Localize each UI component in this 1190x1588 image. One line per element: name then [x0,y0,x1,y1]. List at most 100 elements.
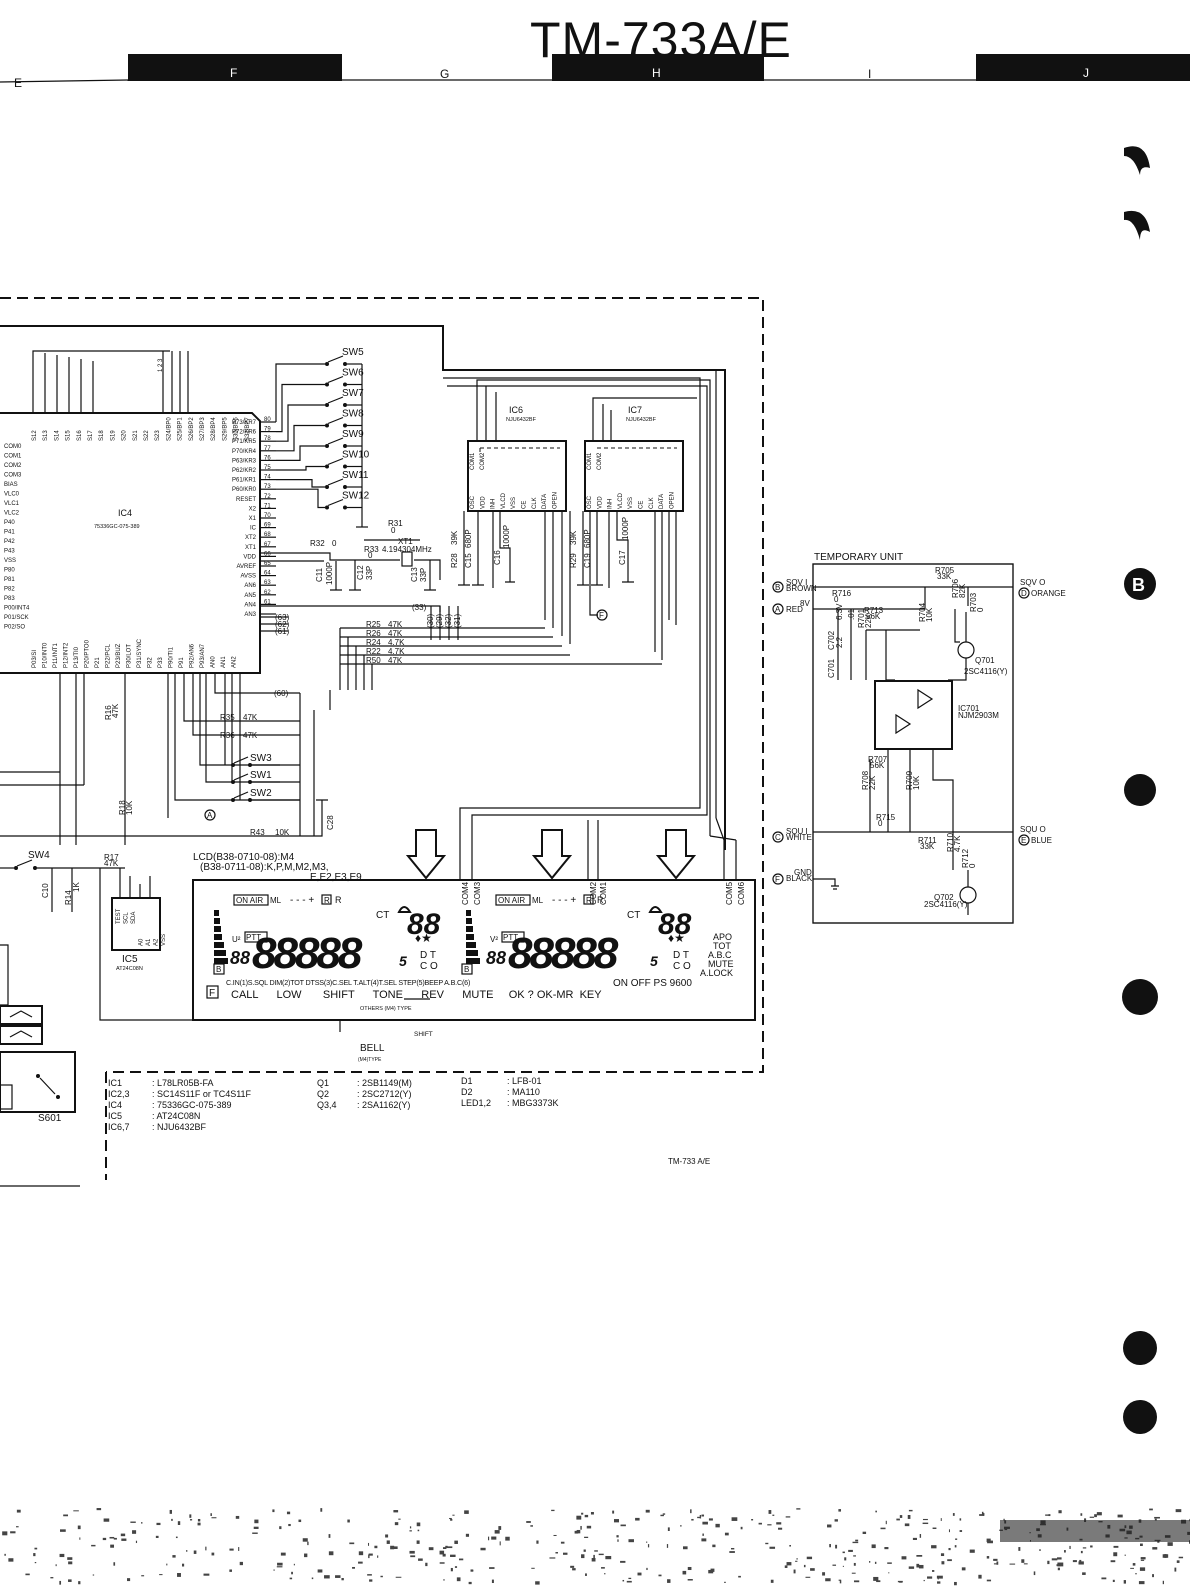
ic4-right-num: 63 [264,580,271,586]
ic4-right-pin: AN6 [244,583,256,589]
ic4-top-pin: S13 [43,430,49,441]
ic4-bottom-pin: P10/INT0 [43,642,49,668]
ic4-right-pin: AN4 [244,602,256,608]
ic6-pin: OSC [470,495,476,509]
margin-marks: B [1122,146,1158,1434]
ic4-right-pin: X2 [249,506,257,512]
ic4-top-pin: S25/BP1 [178,417,184,441]
tu-mk-f: F [775,875,780,884]
lcd-ml-left: ML [270,896,282,905]
ic4-right-pin: AVREF [236,564,256,570]
r50-val: 47K [388,656,403,665]
ic4-bottom-pin: AN1 [221,656,227,668]
tu-mk-b: B [775,583,780,592]
tu-res-ref: R708 [861,770,870,790]
tu-mk-c: C [775,833,781,842]
lcd-others: OTHERS (M4) TYPE [360,1006,412,1012]
tu-squ-in: SQU I [786,827,808,836]
ic4-top-pin: S28/BP4 [211,417,217,441]
ic4-bottom-pin: P13/TI0 [74,646,80,668]
parts-ref: Q2 [317,1089,329,1099]
grid-letter-i: I [868,67,871,81]
ic6-name: IC6 [509,405,523,415]
ic7-pin: DATA [659,494,665,509]
lcd-big-left: 88 [407,908,441,941]
ic4-top-pin: S20 [122,430,128,441]
parts-val: : MA110 [507,1087,540,1097]
svg-text:♦★: ♦★ [415,931,432,945]
grid-header: E F G H I J [0,54,1190,90]
c28: C28 [326,815,335,830]
bus-31: (31) [453,613,462,628]
tu-8v: 8V [800,599,810,608]
tu-brown: BROWN [786,584,817,593]
tu-q701: Q701 [975,656,995,665]
ic4-right-num: 64 [264,571,271,577]
ic4-right-num: 72 [264,494,271,500]
ic4-right-pin: P70/KR4 [232,449,257,455]
ic4-right-pin: XT1 [245,545,257,551]
parts-val: : AT24C08N [152,1111,200,1121]
ic4-bottom-pin: P92/AN6 [190,643,196,668]
ic4-left-pin: P40 [4,520,15,526]
parts-ref: IC5 [108,1111,122,1121]
ic4-left-pin: COM3 [4,473,22,479]
ic4-bottom-pin: P30/LOT [127,644,133,668]
svg-text:U²: U² [232,935,241,944]
r33-val: 0 [368,551,373,560]
ic4-left-pin: P41 [4,530,15,536]
ic4-right-pin: IC [250,526,257,532]
ic4-right-num: 73 [264,484,271,490]
ic6-top-pin: COM2 [480,452,486,470]
ic4-bottom-pin: P22/PCL [106,643,112,668]
ic4-bottom-pin: P03/SI [32,650,38,668]
lcd-label2: (B38-0711-08):K,P,M,M2,M3, [200,862,329,873]
com3-label: COM3 [473,881,482,905]
ic4-top-pin: S18 [99,430,105,441]
svg-text:88: 88 [230,948,250,968]
parts-ref: D1 [461,1076,473,1086]
ic4-left-pin: P83 [4,596,15,602]
svg-text:- - - +: - - - + [290,895,314,906]
ic4-left-pin: P01/SCK [4,615,29,621]
ic4-right-pin: XT2 [245,535,257,541]
tu-res-ref: R701 [857,608,866,628]
ic4-left-pin: VSS [4,558,16,564]
ic4-right-pin: P72/KR6 [232,430,257,436]
ic4-top-pin: S27/BP3 [200,417,206,441]
sw4-label: SW4 [28,850,50,861]
lcd-sub-left: 5 [399,953,407,969]
ic4-right-num: 76 [264,455,271,461]
ic4-left-pin: VLC0 [4,492,20,498]
bus-62: (62) [275,620,290,629]
bus-60: (60) [274,689,289,698]
ic7-pin: VLCD [618,492,624,509]
grid-letter-j: J [1083,66,1089,80]
tu-red: RED [786,605,803,614]
ic4-right-num: 77 [264,446,271,452]
ic4-left-pin: P81 [4,577,15,583]
tu-res-ref: R703 [969,592,978,612]
r36: R36 [220,731,235,740]
bus-mark: 1 2 3 [158,358,164,372]
tu-black: BLACK [786,874,813,883]
parts-val: : 75336GC-075-389 [152,1100,232,1110]
ic4-top-pin: S30/BP6 [234,417,240,441]
c10: C10 [41,883,50,898]
tu-res-val: 0 [878,819,883,828]
tu-res-val: 56K [870,761,885,770]
bus-33: (33) [412,603,427,612]
lcd-shift: SHIFT [414,1031,433,1038]
ic4-right-pin: RESET [236,497,256,503]
parts-ref: IC6,7 [108,1122,130,1132]
ic4-left-pin: BIAS [4,482,18,488]
ic7-top-pin: COM1 [587,452,593,470]
lcd-co-right: C O [673,961,691,972]
lcd-co-left: C O [420,961,438,972]
ic4-right-num: 66 [264,551,271,557]
r29: R29 [569,553,578,568]
lcd-tot: TOT [713,941,731,951]
